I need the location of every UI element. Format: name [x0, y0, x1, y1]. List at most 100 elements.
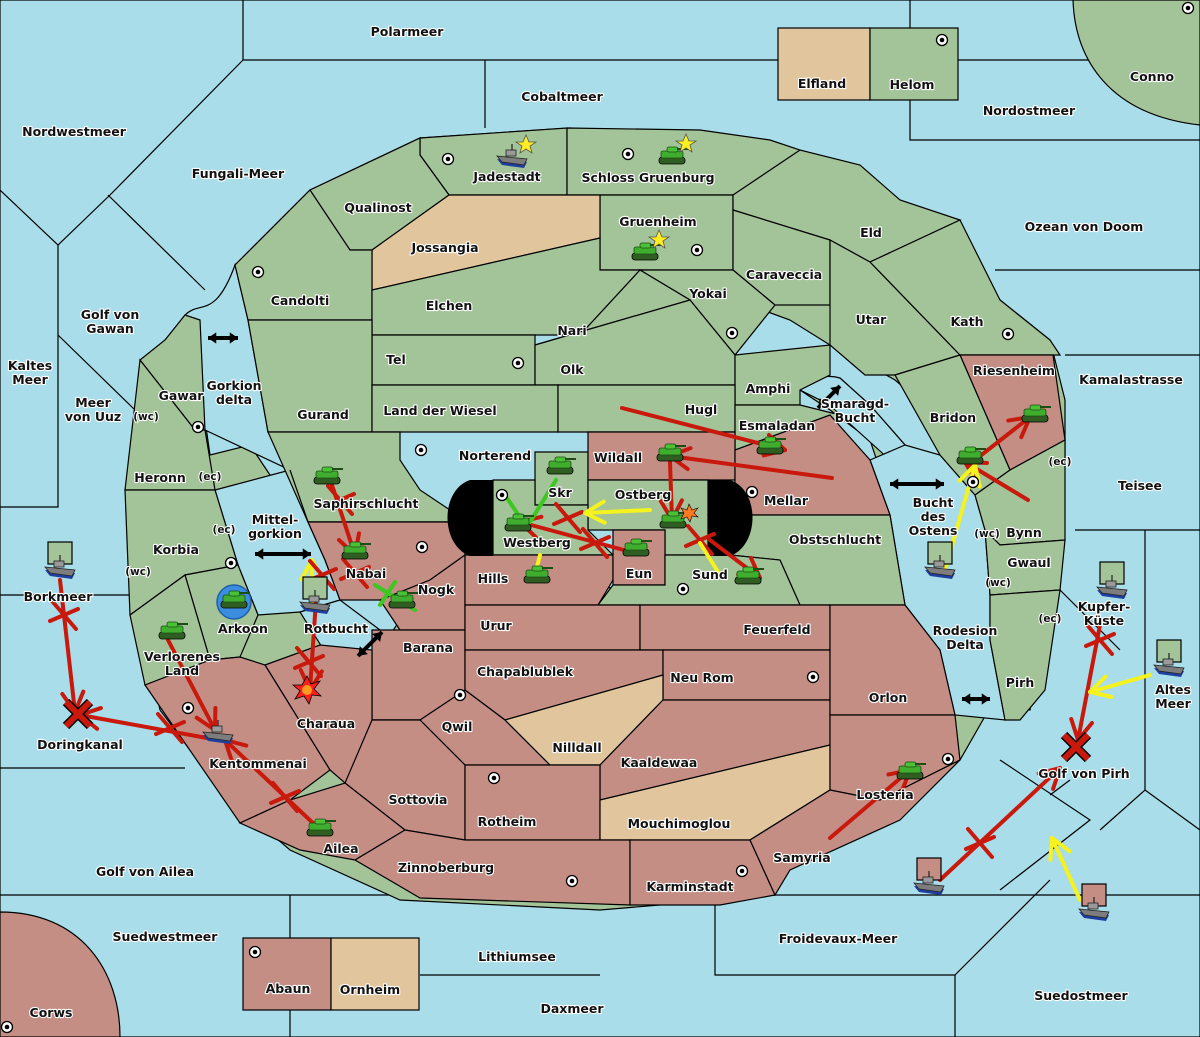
tank-icon — [656, 443, 686, 462]
coast-label: (ec) — [1039, 613, 1062, 625]
label-orlon: Orlon — [869, 690, 908, 705]
region-pirh[interactable] — [989, 589, 1061, 721]
fleet-unit[interactable] — [299, 576, 331, 614]
label-utar: Utar — [856, 312, 888, 327]
home-star-icon — [514, 133, 538, 154]
order-arrow — [1050, 836, 1072, 854]
label-sund: Sund — [692, 567, 728, 582]
region-gwaul[interactable] — [984, 528, 1066, 596]
label-bynn: Bynn — [1006, 525, 1041, 540]
coast-label: (ec) — [1049, 456, 1072, 468]
fleet-unit[interactable] — [496, 133, 538, 168]
label-smaragd: Smaragd-Bucht — [821, 396, 889, 425]
fleet-unit[interactable] — [1096, 561, 1128, 599]
order-arrow — [1051, 766, 1062, 791]
ship-icon — [1078, 897, 1110, 921]
label-zinnoberburg: Zinnoberburg — [398, 860, 494, 875]
label-mouchimoglou: Mouchimoglou — [628, 816, 731, 831]
label-kaaldewaa: Kaaldewaa — [621, 755, 698, 770]
label-kupfer: Kupfer-Küste — [1078, 599, 1131, 628]
army-unit[interactable] — [656, 443, 686, 462]
army-unit[interactable] — [546, 456, 576, 475]
adjacency-arrow-icon — [208, 332, 238, 344]
army-unit[interactable] — [1021, 404, 1051, 423]
order-arrow — [324, 492, 356, 508]
army-unit[interactable] — [341, 541, 371, 560]
coast-label: (wc) — [133, 411, 159, 423]
fleet-unit[interactable] — [44, 541, 76, 579]
fleet-unit[interactable] — [202, 720, 234, 744]
army-unit[interactable] — [734, 566, 764, 585]
supply-center-icon — [966, 475, 980, 489]
ship-icon — [496, 144, 528, 168]
label-urur: Urur — [480, 618, 512, 633]
bounce-marker-icon — [1060, 731, 1092, 763]
army-unit[interactable] — [216, 584, 252, 620]
supply-center-icon — [0, 1020, 14, 1034]
order-arrow — [1048, 836, 1054, 862]
army-unit[interactable] — [306, 818, 336, 837]
fleet-unit[interactable] — [1153, 639, 1185, 677]
label-nordostmeer: Nordostmeer — [983, 103, 1076, 118]
region-conno[interactable] — [1072, 0, 1200, 126]
army-unit[interactable] — [622, 538, 652, 557]
army-unit[interactable] — [388, 590, 418, 609]
fleet-unit[interactable] — [913, 857, 945, 895]
region-samyria[interactable] — [749, 759, 961, 897]
army-unit[interactable] — [158, 621, 188, 640]
supply-center-icon — [191, 420, 205, 434]
region-corws[interactable] — [0, 911, 121, 1037]
label-amphi: Amphi — [746, 381, 791, 396]
order-arrow — [1076, 623, 1102, 742]
label-kentommenai: Kentommenai — [209, 756, 307, 771]
label-tel: Tel — [386, 352, 406, 367]
fleet-unit[interactable] — [924, 541, 956, 579]
region-caraveccia[interactable] — [732, 209, 831, 306]
region-ornheim[interactable] — [330, 937, 420, 1011]
supply-center-icon — [181, 701, 195, 715]
supply-center-icon — [941, 752, 955, 766]
army-unit[interactable] — [631, 228, 671, 261]
order-arrow — [579, 535, 611, 551]
label-qualinost: Qualinost — [344, 200, 411, 215]
region-gruenheim[interactable] — [599, 194, 734, 271]
army-unit[interactable] — [523, 565, 553, 584]
supply-center-icon — [453, 688, 467, 702]
region-orlon[interactable] — [829, 604, 956, 716]
army-unit[interactable] — [896, 761, 926, 780]
order-arrow — [223, 738, 234, 763]
order-arrow — [583, 508, 652, 515]
ship-icon — [202, 720, 234, 744]
tunnel-east — [708, 480, 753, 556]
fleet-unit[interactable] — [291, 675, 323, 705]
tank-icon — [306, 818, 336, 837]
tank-icon — [313, 466, 343, 485]
tank-icon — [504, 513, 534, 532]
supply-center-icon — [806, 670, 820, 684]
label-ozean: Ozean von Doom — [1025, 219, 1144, 234]
region-heronn[interactable] — [124, 358, 216, 491]
army-unit[interactable] — [756, 436, 786, 455]
label-eld: Eld — [860, 225, 882, 240]
army-unit[interactable] — [504, 513, 534, 532]
tank-icon — [956, 446, 986, 465]
army-unit[interactable] — [313, 466, 343, 485]
label-suedwestmeer: Suedwestmeer — [113, 929, 219, 944]
army-unit[interactable] — [658, 132, 698, 165]
fleet-unit[interactable] — [1078, 883, 1110, 921]
label-kath: Kath — [951, 314, 984, 329]
order-arrow — [583, 499, 606, 515]
label-obstschlucht: Obstschlucht — [789, 532, 881, 547]
label-norterend: Norterend — [459, 448, 531, 463]
label-elchen: Elchen — [426, 298, 473, 313]
supply-center-icon — [1001, 327, 1015, 341]
ship-icon — [299, 590, 331, 614]
label-olk: Olk — [560, 362, 584, 377]
army-unit[interactable] — [956, 446, 986, 465]
region-karminstadt[interactable] — [629, 839, 776, 906]
army-unit[interactable] — [659, 503, 699, 529]
region-elfland[interactable] — [777, 27, 871, 101]
